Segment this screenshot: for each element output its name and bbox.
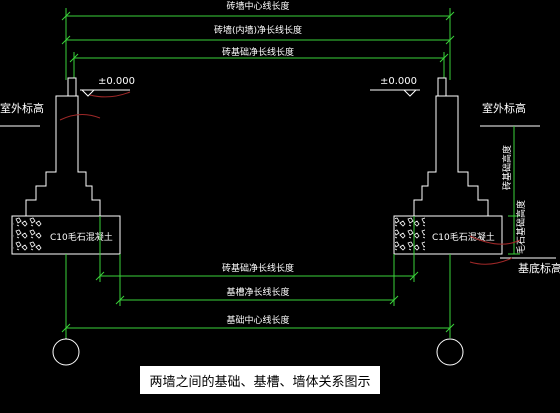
axis-marker-right [436, 338, 464, 366]
top-dimensions: 砖墙中心线长度 砖墙(内墙)净长线长度 砖基础净长线长度 [61, 0, 455, 80]
label-brick-foundation-height: 砖基础高度 [501, 145, 513, 190]
right-rubble-fill [395, 217, 425, 253]
label-hairstone-foundation-height: 毛石基础高度 [515, 200, 527, 254]
left-rubble-fill [13, 217, 43, 253]
label-concrete-left: C10毛石混凝土 [50, 231, 113, 243]
left-wall-section: C10毛石混凝土 室外标高 ±0.000 [0, 76, 135, 255]
label-trench-net: 基槽净长线长度 [226, 286, 289, 298]
label-foundation-centerline: 基础中心线长度 [226, 314, 289, 326]
bottom-dimensions: 砖基础净长线长度 基槽净长线长度 基础中心线长度 [61, 216, 455, 338]
label-brick-foundation-net-top: 砖基础净长线长度 [222, 46, 294, 58]
label-brick-foundation-net-bottom: 砖基础净长线长度 [222, 262, 294, 274]
label-brick-wall-net: 砖墙(内墙)净长线长度 [214, 24, 302, 36]
right-wall-section: C10毛石混凝土 室外标高 ±0.000 砖基础高度 毛石基础高度 基底标高 [370, 76, 560, 275]
diagram-caption: 两墙之间的基础、基槽、墙体关系图示 [140, 366, 380, 394]
axis-marker-left [52, 338, 80, 366]
label-outdoor-level-right: 室外标高 [482, 101, 526, 115]
left-wall-body [25, 77, 101, 217]
left-annotation-scribble [59, 91, 131, 121]
right-wall-body [413, 77, 489, 217]
label-brick-wall-centerline: 砖墙中心线长度 [226, 0, 289, 12]
label-trench-bottom-level: 基底标高 [518, 261, 560, 275]
right-concrete-footing [393, 215, 503, 255]
right-annotation-scribble [469, 235, 521, 265]
label-elevation-left: ±0.000 [98, 76, 135, 87]
label-outdoor-level-left: 室外标高 [0, 101, 44, 115]
label-elevation-right: ±0.000 [380, 76, 417, 87]
label-concrete-right: C10毛石混凝土 [432, 231, 495, 243]
